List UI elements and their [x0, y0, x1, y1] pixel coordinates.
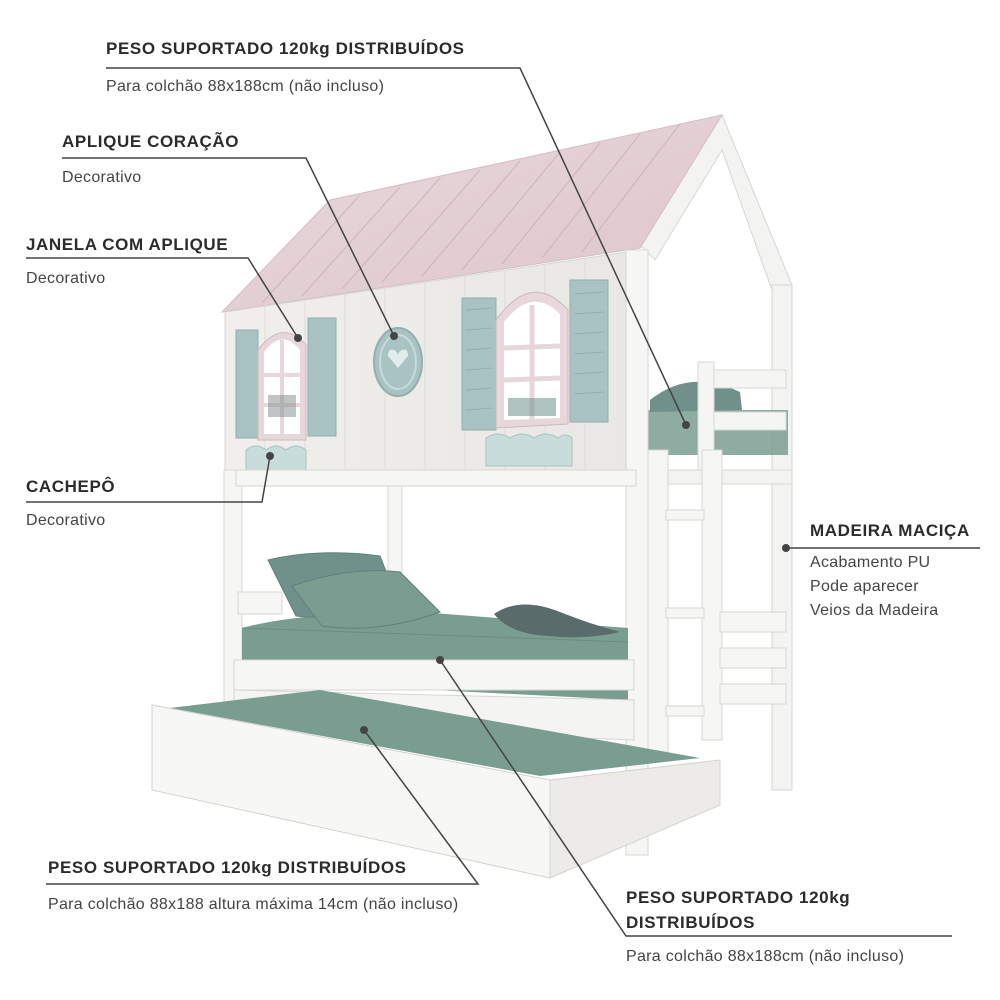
callout-title: PESO SUPORTADO 120kg DISTRIBUÍDOS — [106, 39, 465, 58]
callout-solid-wood: MADEIRA MACIÇA Acabamento PU Pode aparec… — [810, 518, 970, 623]
callout-heart-applique: APLIQUE CORAÇÃO Decorativo — [62, 129, 239, 190]
ladder — [647, 449, 787, 756]
callout-title: CACHEPÔ — [26, 477, 116, 496]
planter-boxes — [245, 433, 573, 471]
callout-bottom-bed: PESO SUPORTADO 120kg DISTRIBUÍDOS Para c… — [626, 885, 904, 969]
callout-top-bed: PESO SUPORTADO 120kg DISTRIBUÍDOS Para c… — [106, 36, 465, 99]
callout-leader-lines — [26, 67, 980, 937]
callout-title-line: DISTRIBUÍDOS — [626, 913, 756, 932]
callout-planter: CACHEPÔ Decorativo — [26, 474, 115, 533]
callout-dots — [266, 332, 790, 734]
callout-trundle: PESO SUPORTADO 120kg DISTRIBUÍDOS Para c… — [48, 855, 458, 917]
lower-bed — [233, 552, 635, 741]
callout-desc: Para colchão 88x188 altura máxima 14cm (… — [48, 896, 459, 913]
roof — [220, 114, 724, 313]
callout-desc-line: Acabamento PU — [810, 554, 931, 571]
callout-desc: Decorativo — [26, 512, 106, 529]
trundle-bed — [151, 690, 721, 879]
callout-title: MADEIRA MACIÇA — [810, 521, 970, 540]
callout-desc: Decorativo — [62, 169, 142, 186]
right-window — [461, 279, 609, 431]
callout-desc: Para colchão 88x188cm (não incluso) — [106, 78, 385, 95]
callout-window-applique: JANELA COM APLIQUE Decorativo — [26, 232, 228, 291]
callout-desc-line: Veios da Madeira — [810, 602, 939, 619]
callout-desc: Decorativo — [26, 270, 106, 287]
callout-title-line: PESO SUPORTADO 120kg — [626, 888, 851, 907]
callout-title: PESO SUPORTADO 120kg DISTRIBUÍDOS — [48, 858, 407, 877]
callout-desc: Para colchão 88x188cm (não incluso) — [626, 948, 905, 965]
left-window — [235, 317, 337, 441]
heart-applique — [373, 327, 423, 397]
callout-title: JANELA COM APLIQUE — [26, 235, 229, 254]
callout-title: APLIQUE CORAÇÃO — [62, 132, 240, 151]
callout-desc-line: Pode aparecer — [810, 578, 919, 595]
